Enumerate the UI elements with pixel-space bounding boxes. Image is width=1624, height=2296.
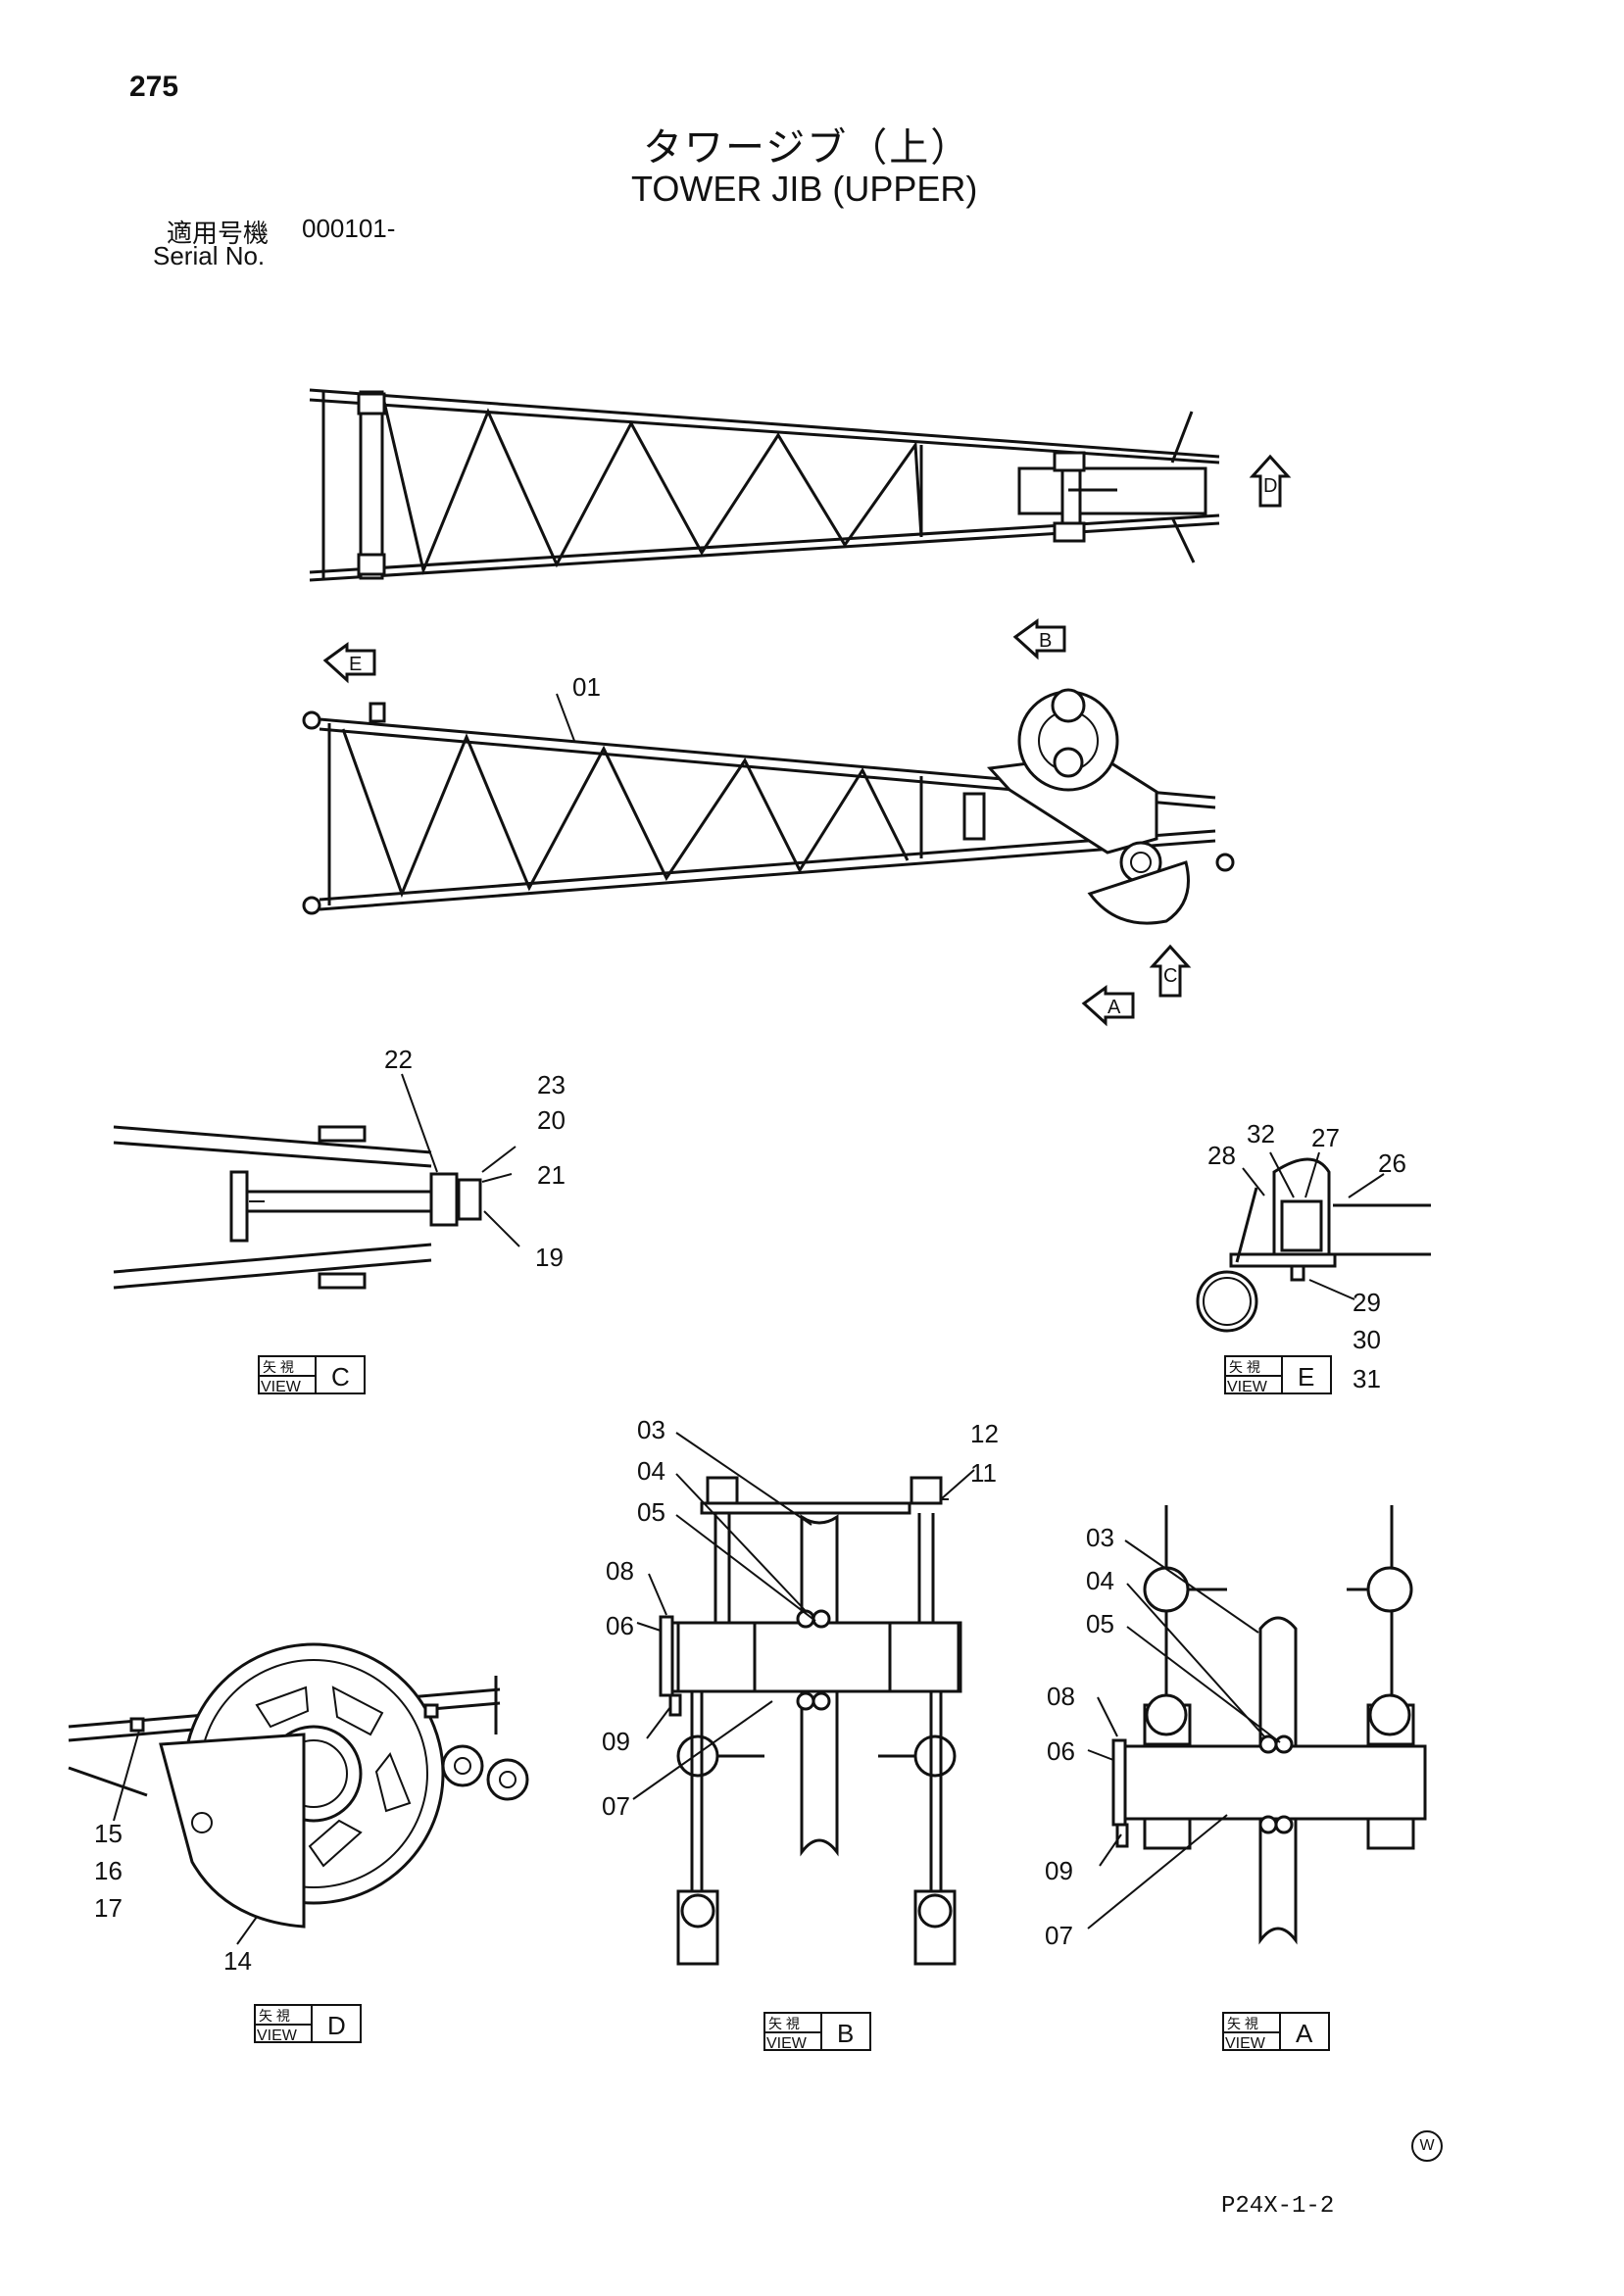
callout-b-07: 07	[602, 1791, 630, 1821]
callout-e-28: 28	[1207, 1141, 1236, 1170]
callout-b-04: 04	[637, 1456, 665, 1486]
view-marker-b: B	[1012, 618, 1066, 660]
title-english: TOWER JIB (UPPER)	[631, 169, 978, 209]
view-c-label-ja: 矢 視	[263, 1359, 294, 1375]
view-marker-a-letter: A	[1107, 997, 1121, 1018]
callout-d-14: 14	[223, 1946, 252, 1976]
view-a-letter: A	[1296, 2019, 1313, 2048]
callout-a-07: 07	[1045, 1921, 1073, 1950]
view-a-drawing	[1111, 1505, 1427, 1945]
view-d-label: 矢 視 VIEW D	[254, 2004, 362, 2044]
callout-c-21: 21	[537, 1160, 566, 1190]
view-marker-b-letter: B	[1039, 630, 1052, 652]
view-c-label-en: VIEW	[261, 1379, 302, 1395]
serial-label-japanese: 適用号機	[167, 220, 270, 249]
view-b-drawing	[659, 1476, 962, 1966]
callout-e-32: 32	[1247, 1119, 1275, 1148]
callout-side-01: 01	[572, 672, 601, 702]
view-marker-c: C	[1149, 944, 1192, 998]
view-marker-a: A	[1081, 985, 1135, 1027]
view-c-callouts: 22 23 20 21 19	[384, 1045, 566, 1272]
callout-a-06: 06	[1047, 1736, 1075, 1766]
view-d-callouts: 15 16 17 14	[94, 1730, 258, 1976]
jib-side-view	[302, 688, 1235, 925]
view-e-letter: E	[1298, 1362, 1314, 1392]
view-b-callouts: 03 04 05 08 06 09 07 12 11	[602, 1415, 999, 1821]
view-marker-c-letter: C	[1163, 965, 1177, 987]
callout-a-08: 08	[1047, 1682, 1075, 1711]
view-a-label-en: VIEW	[1225, 2035, 1266, 2052]
title-japanese: タワージブ（上）	[643, 125, 972, 171]
callout-e-31: 31	[1353, 1364, 1381, 1393]
view-b-letter: B	[837, 2019, 854, 2048]
view-d-label-en: VIEW	[257, 2027, 298, 2044]
view-d-letter: D	[327, 2011, 346, 2040]
callout-e-26: 26	[1378, 1148, 1406, 1178]
callout-d-17: 17	[94, 1893, 123, 1923]
callout-c-20: 20	[537, 1105, 566, 1135]
callout-d-16: 16	[94, 1856, 123, 1885]
view-e-label-en: VIEW	[1227, 1379, 1268, 1395]
callout-a-09: 09	[1045, 1856, 1073, 1885]
view-d-drawing	[68, 1642, 529, 1929]
callout-b-09: 09	[602, 1727, 630, 1756]
view-a-label-ja: 矢 視	[1227, 2016, 1258, 2031]
view-b-label: 矢 視 VIEW B	[763, 2012, 871, 2052]
footer-code: P24X-1-2	[1221, 2193, 1335, 2220]
callout-b-11: 11	[970, 1458, 997, 1488]
callout-b-05: 05	[637, 1497, 665, 1527]
callout-a-04: 04	[1086, 1566, 1114, 1595]
view-e-drawing	[1196, 1157, 1431, 1333]
callout-a-03: 03	[1086, 1523, 1114, 1552]
view-b-label-en: VIEW	[766, 2035, 808, 2052]
callout-c-23: 23	[537, 1070, 566, 1099]
view-c-letter: C	[331, 1362, 350, 1392]
callout-b-08: 08	[606, 1556, 634, 1586]
jib-top-view	[309, 388, 1220, 582]
callout-b-06: 06	[606, 1611, 634, 1640]
callout-e-29: 29	[1353, 1288, 1381, 1317]
view-marker-e: E	[322, 642, 376, 684]
view-e-label-ja: 矢 視	[1229, 1359, 1260, 1375]
callout-e-30: 30	[1353, 1325, 1381, 1354]
view-a-callouts: 03 04 05 08 06 09 07	[1045, 1523, 1281, 1950]
view-e-callouts: 32 27 28 26 29 30 31	[1207, 1119, 1406, 1393]
view-b-label-ja: 矢 視	[768, 2016, 800, 2031]
footer-mark: W	[1411, 2130, 1443, 2162]
serial-value: 000101-	[302, 214, 396, 243]
serial-label-english: Serial No.	[153, 241, 266, 270]
view-c-label: 矢 視 VIEW C	[258, 1355, 366, 1395]
page-number: 275	[129, 71, 179, 103]
callout-b-12: 12	[970, 1419, 999, 1448]
view-c-drawing	[113, 1125, 482, 1290]
callout-d-15: 15	[94, 1819, 123, 1848]
view-a-label: 矢 視 VIEW A	[1222, 2012, 1330, 2052]
callout-c-22: 22	[384, 1045, 413, 1074]
callout-c-19: 19	[535, 1243, 564, 1272]
view-marker-e-letter: E	[349, 654, 362, 675]
callout-b-03: 03	[637, 1415, 665, 1444]
callout-a-05: 05	[1086, 1609, 1114, 1638]
view-e-label: 矢 視 VIEW E	[1224, 1355, 1332, 1395]
callout-e-27: 27	[1311, 1123, 1340, 1152]
view-d-label-ja: 矢 視	[259, 2008, 290, 2024]
view-marker-d: D	[1249, 454, 1292, 508]
view-marker-d-letter: D	[1263, 475, 1277, 497]
